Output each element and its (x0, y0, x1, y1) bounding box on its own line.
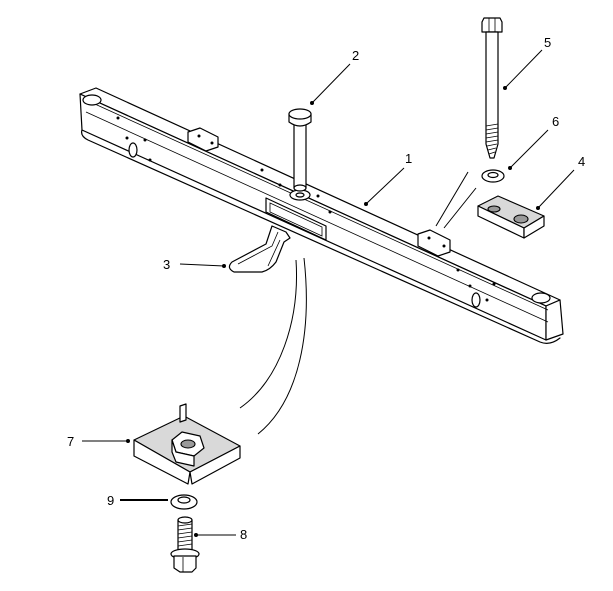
part-5-long-bolt (481, 17, 503, 159)
beam-hole (260, 168, 264, 172)
washer-hole (177, 496, 191, 504)
clamp-side (523, 215, 545, 239)
callout-9: 9 (107, 493, 114, 508)
beam-end-pad (82, 94, 102, 106)
beam-hole (485, 298, 489, 302)
bolt-head (481, 17, 503, 33)
part-4-clamp (477, 195, 545, 239)
beam-hole (456, 268, 460, 272)
explode-line (257, 257, 307, 435)
pin-shaft-end (293, 184, 307, 192)
bolt-threads (485, 123, 499, 155)
clamp-nut (513, 214, 529, 224)
plate-nut-side (171, 439, 195, 467)
callout-4: 4 (578, 154, 585, 169)
callout-6: 6 (552, 114, 559, 129)
beam-bracket-hole (197, 134, 201, 138)
assembly-lines (239, 171, 477, 435)
explode-line (239, 259, 297, 409)
callout-2: 2 (352, 48, 359, 63)
beam-hole (143, 138, 147, 142)
beam-groove-line (85, 111, 549, 323)
beam-lower-edge (81, 129, 561, 344)
pin-head-top (288, 108, 312, 120)
beam-hole (278, 183, 282, 187)
callout-labels: 1 2 3 4 5 6 7 8 9 (67, 35, 585, 542)
washer-hole (487, 171, 499, 179)
beam-bracket-left (187, 127, 219, 152)
beam-hole (492, 282, 496, 286)
part-9-washer (170, 494, 198, 510)
beam-side-hole (471, 292, 481, 308)
plate-nut-hole (180, 439, 196, 449)
callout-1: 1 (405, 151, 412, 166)
callout-5: 5 (544, 35, 551, 50)
handle-edge (237, 231, 281, 267)
bolt-head (173, 555, 197, 573)
clamp-hole (487, 205, 501, 213)
explode-line (443, 187, 477, 229)
beam-end-face (545, 299, 564, 341)
part-3-handle (228, 225, 291, 273)
bolt-end (177, 516, 193, 524)
beam-hole (328, 210, 332, 214)
handle-body (228, 225, 291, 273)
beam-groove-line (85, 99, 549, 311)
plate-front-lip (133, 439, 191, 485)
beam-bracket-hole (442, 244, 446, 248)
beam-hole (148, 158, 152, 162)
part-1-beam (79, 87, 564, 344)
beam-bracket-right (417, 229, 451, 257)
beam-bracket-hole (427, 236, 431, 240)
bolt-threads (177, 523, 193, 547)
part-7-nut-plate (133, 403, 241, 485)
beam-hole (116, 116, 120, 120)
beam-hole (125, 136, 129, 140)
callout-8: 8 (240, 527, 247, 542)
callout-7: 7 (67, 434, 74, 449)
bolt-shaft (485, 31, 499, 159)
plate-back-flange (179, 403, 187, 423)
beam-center-hole (295, 192, 305, 198)
part-6-washer (481, 169, 505, 183)
beam-end-pad (531, 292, 551, 304)
pin-shaft (293, 119, 307, 189)
callout-3: 3 (163, 257, 170, 272)
explode-line (435, 171, 469, 227)
beam-hole (468, 284, 472, 288)
part-8-short-bolt (170, 516, 200, 573)
beam-bracket-hole (210, 141, 214, 145)
plate-side-lip (189, 445, 241, 485)
beam-hole (316, 194, 320, 198)
beam-side-hole (128, 142, 138, 158)
beam-slot-inner (269, 202, 323, 237)
callout-leaders (82, 49, 575, 537)
part-2-pin (288, 108, 312, 192)
